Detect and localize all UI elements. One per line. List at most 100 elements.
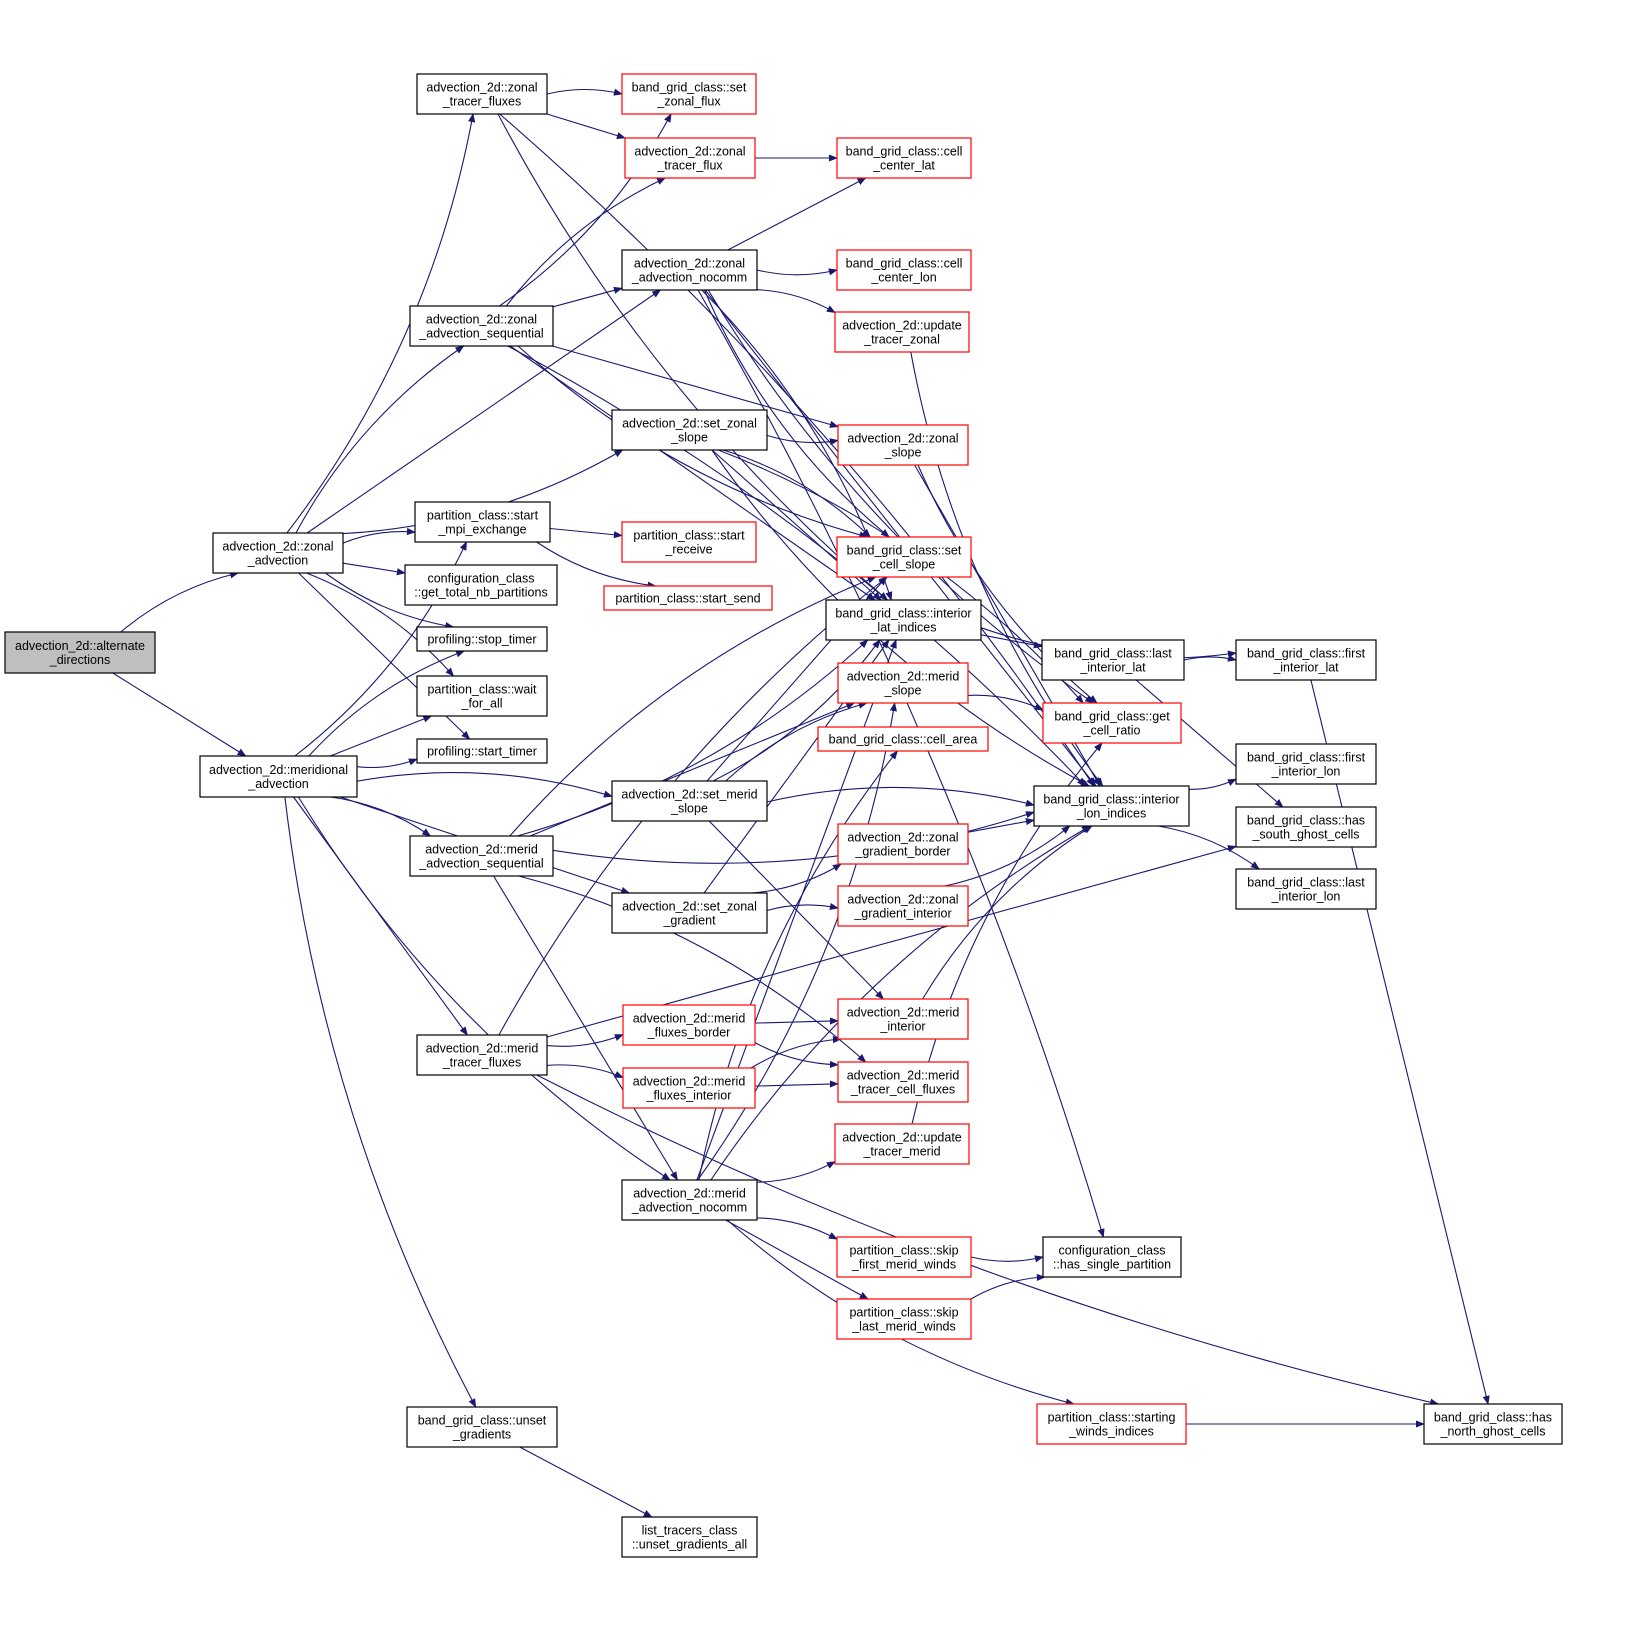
- edge-man-bgilon: [710, 825, 1091, 1181]
- edge-szg-zgb: [751, 863, 842, 894]
- node-ztflux[interactable]: advection_2d::zonal_tracer_flux: [624, 137, 756, 179]
- node-pcswi[interactable]: partition_class::starting_winds_indices: [1036, 1403, 1187, 1445]
- node-label: _center_lat: [872, 159, 935, 173]
- node-bgug[interactable]: band_grid_class::unset_gradients: [406, 1406, 558, 1448]
- node-zadv[interactable]: advection_2d::zonal_advection: [212, 532, 344, 574]
- edge-man-bgca: [698, 750, 898, 1181]
- node-label: _directions: [49, 653, 110, 667]
- node-label: advection_2d::set_zonal: [622, 417, 757, 431]
- node-ccgtnp[interactable]: configuration_class::get_total_nb_partit…: [404, 564, 558, 606]
- node-ms[interactable]: advection_2d::merid_slope: [837, 662, 969, 704]
- node-pcwfa[interactable]: partition_class::wait_for_all: [416, 675, 548, 717]
- node-bglil[interactable]: band_grid_class::last_interior_lat: [1041, 639, 1185, 681]
- node-bgszf[interactable]: band_grid_class::set_zonal_flux: [621, 73, 757, 115]
- edge-zas-bgilon: [507, 345, 1086, 787]
- edge-zadv-zan: [306, 289, 662, 534]
- edge-madv-man: [297, 796, 671, 1181]
- node-zgb[interactable]: advection_2d::zonal_gradient_border: [837, 823, 969, 865]
- edge-zadv-pcsme: [342, 527, 416, 544]
- node-utz[interactable]: advection_2d::update_tracer_zonal: [834, 311, 970, 353]
- node-label: partition_class::start_send: [615, 592, 760, 606]
- node-label: _interior_lat: [1079, 661, 1146, 675]
- node-utm[interactable]: advection_2d::update_tracer_merid: [834, 1123, 970, 1165]
- node-zas[interactable]: advection_2d::zonal_advection_sequential: [409, 305, 554, 347]
- node-box: [404, 564, 558, 606]
- edge-madv-sms: [356, 772, 613, 798]
- node-label: _advection: [247, 777, 309, 791]
- edge-zadv-zas: [295, 345, 465, 534]
- node-bglilon[interactable]: band_grid_class::last_interior_lon: [1235, 868, 1377, 910]
- node-label: band_grid_class::interior: [835, 607, 971, 621]
- node-man[interactable]: advection_2d::merid_advection_nocomm: [621, 1179, 758, 1221]
- node-pcsfmw[interactable]: partition_class::skip_first_merid_winds: [836, 1236, 972, 1278]
- node-bggcr[interactable]: band_grid_class::get_cell_ratio: [1042, 702, 1182, 744]
- node-bgscs[interactable]: band_grid_class::set_cell_slope: [836, 536, 972, 578]
- node-ltcug[interactable]: list_tracers_class::unset_gradients_all: [621, 1516, 758, 1558]
- node-bgcclon[interactable]: band_grid_class::cell_center_lon: [836, 249, 972, 291]
- node-label: _interior_lat: [1272, 661, 1339, 675]
- node-zan[interactable]: advection_2d::zonal_advection_nocomm: [621, 249, 758, 291]
- node-bghngc[interactable]: band_grid_class::has_north_ghost_cells: [1423, 1403, 1563, 1445]
- edge-mi-bgilon: [922, 825, 1093, 1000]
- node-pcss[interactable]: partition_class::start_send: [603, 585, 773, 611]
- node-label: _cell_slope: [872, 558, 936, 572]
- node-ztf[interactable]: advection_2d::zonal_tracer_fluxes: [416, 73, 548, 115]
- node-cchsp[interactable]: configuration_class::has_single_partitio…: [1042, 1236, 1182, 1278]
- edge-pcsfmw-cchsp: [970, 1255, 1044, 1263]
- node-box: [199, 755, 358, 798]
- node-box: [1042, 702, 1182, 744]
- node-pcsr[interactable]: partition_class::start_receive: [621, 521, 757, 563]
- node-mtcf[interactable]: advection_2d::merid_tracer_cell_fluxes: [837, 1061, 969, 1103]
- node-label: _receive: [664, 543, 712, 557]
- node-bgcclat[interactable]: band_grid_class::cell_center_lat: [836, 137, 972, 179]
- node-zgi[interactable]: advection_2d::zonal_gradient_interior: [837, 885, 969, 927]
- edge-ztf-bgszf: [546, 88, 623, 96]
- node-bgili[interactable]: band_grid_class::interior_lat_indices: [825, 599, 982, 641]
- node-label: configuration_class: [427, 572, 534, 586]
- node-pcsme[interactable]: partition_class::start_mpi_exchange: [414, 501, 551, 543]
- node-label: _gradient_interior: [853, 907, 951, 921]
- node-label: ::get_total_nb_partitions: [414, 586, 547, 600]
- node-bgfil[interactable]: band_grid_class::first_interior_lat: [1235, 639, 1377, 681]
- node-box: [834, 311, 970, 353]
- node-label: _advection_nocomm: [631, 271, 747, 285]
- edge-zan-bgcclat: [727, 177, 867, 251]
- node-box: [1235, 868, 1377, 910]
- node-bghsgc[interactable]: band_grid_class::has_south_ghost_cells: [1235, 806, 1377, 848]
- node-mtf[interactable]: advection_2d::merid_tracer_fluxes: [416, 1034, 548, 1076]
- node-pst[interactable]: profiling::stop_timer: [416, 626, 548, 652]
- edge-mfi-mtcf: [754, 1080, 839, 1088]
- node-label: _south_ghost_cells: [1251, 828, 1359, 842]
- node-label: advection_2d::merid: [425, 843, 538, 857]
- node-zs[interactable]: advection_2d::zonal_slope: [837, 424, 969, 466]
- node-box: [621, 249, 758, 291]
- node-bgfilon[interactable]: band_grid_class::first_interior_lon: [1235, 743, 1377, 785]
- node-label: partition_class::skip: [849, 1244, 958, 1258]
- node-pstt[interactable]: profiling::start_timer: [416, 738, 548, 764]
- node-box: [621, 73, 757, 115]
- node-sms[interactable]: advection_2d::set_merid_slope: [611, 780, 768, 822]
- node-label: _advection: [247, 554, 309, 568]
- node-mas[interactable]: advection_2d::merid_advection_sequential: [409, 835, 554, 877]
- edges: [112, 88, 1490, 1518]
- edge-zgb-bgilon: [967, 818, 1035, 833]
- node-label: advection_2d::zonal: [426, 81, 537, 95]
- node-label: advection_2d::meridional: [209, 763, 348, 777]
- node-bgilon[interactable]: band_grid_class::interior_lon_indices: [1033, 785, 1190, 827]
- node-box: [409, 835, 554, 877]
- node-alt[interactable]: advection_2d::alternate_directions: [4, 631, 156, 674]
- node-label: band_grid_class::has: [1247, 814, 1365, 828]
- node-mfi[interactable]: advection_2d::merid_fluxes_interior: [622, 1067, 756, 1109]
- node-label: band_grid_class::set: [847, 544, 962, 558]
- edge-madv-mas: [330, 796, 432, 837]
- node-label: _lat_indices: [869, 621, 936, 635]
- node-szg[interactable]: advection_2d::set_zonal_gradient: [611, 892, 768, 934]
- node-bgca[interactable]: band_grid_class::cell_area: [817, 726, 989, 752]
- node-szs[interactable]: advection_2d::set_zonal_slope: [611, 409, 768, 451]
- node-box: [834, 1123, 970, 1165]
- node-label: _advection_sequential: [418, 327, 543, 341]
- node-madv[interactable]: advection_2d::meridional_advection: [199, 755, 358, 798]
- node-mi[interactable]: advection_2d::merid_interior: [837, 998, 969, 1040]
- node-mfb[interactable]: advection_2d::merid_fluxes_border: [622, 1004, 756, 1046]
- node-pcslmw[interactable]: partition_class::skip_last_merid_winds: [836, 1298, 972, 1340]
